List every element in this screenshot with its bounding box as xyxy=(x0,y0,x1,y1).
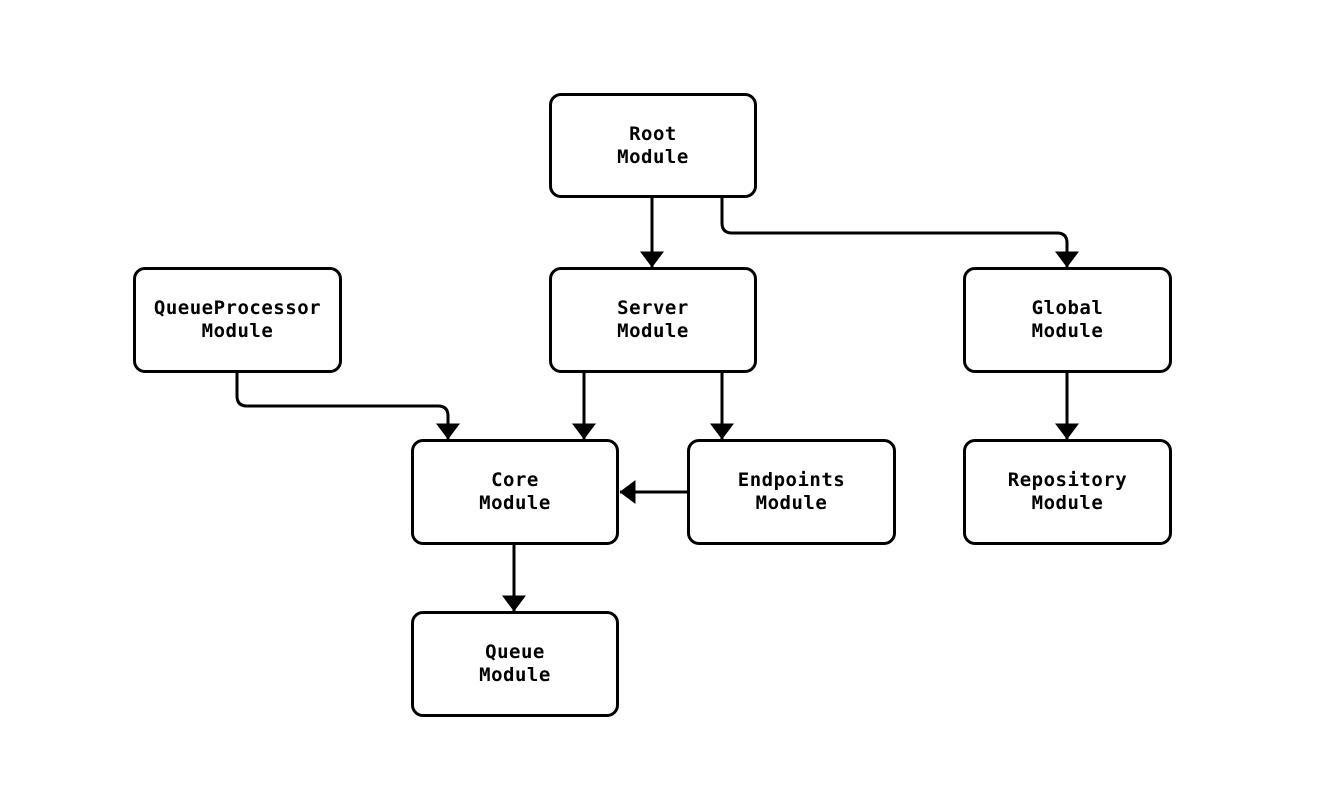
edge-root-to-global xyxy=(720,198,1079,268)
node-global-module: Global Module xyxy=(963,267,1172,373)
node-label: Root Module xyxy=(617,122,689,168)
node-label: Core Module xyxy=(479,469,551,514)
node-server-module: Server Module xyxy=(549,267,757,373)
edge-group xyxy=(235,198,1079,612)
node-queueprocessor-module: QueueProcessor Module xyxy=(133,267,342,373)
node-endpoints-module: Endpoints Module xyxy=(687,439,896,545)
node-label: Repository Module xyxy=(1007,469,1128,514)
edge-queueprocessor-to-core xyxy=(235,373,460,440)
node-queue-module: Queue Module xyxy=(411,611,619,717)
node-label: Global Module xyxy=(1031,297,1104,342)
node-label: Server Module xyxy=(617,297,689,342)
node-core-module: Core Module xyxy=(411,439,619,545)
node-root-module: Root Module xyxy=(549,93,757,198)
node-label: Queue Module xyxy=(479,641,551,686)
node-label: QueueProcessor Module xyxy=(153,297,322,342)
node-label: Endpoints Module xyxy=(737,469,846,514)
node-repository-module: Repository Module xyxy=(963,439,1172,545)
